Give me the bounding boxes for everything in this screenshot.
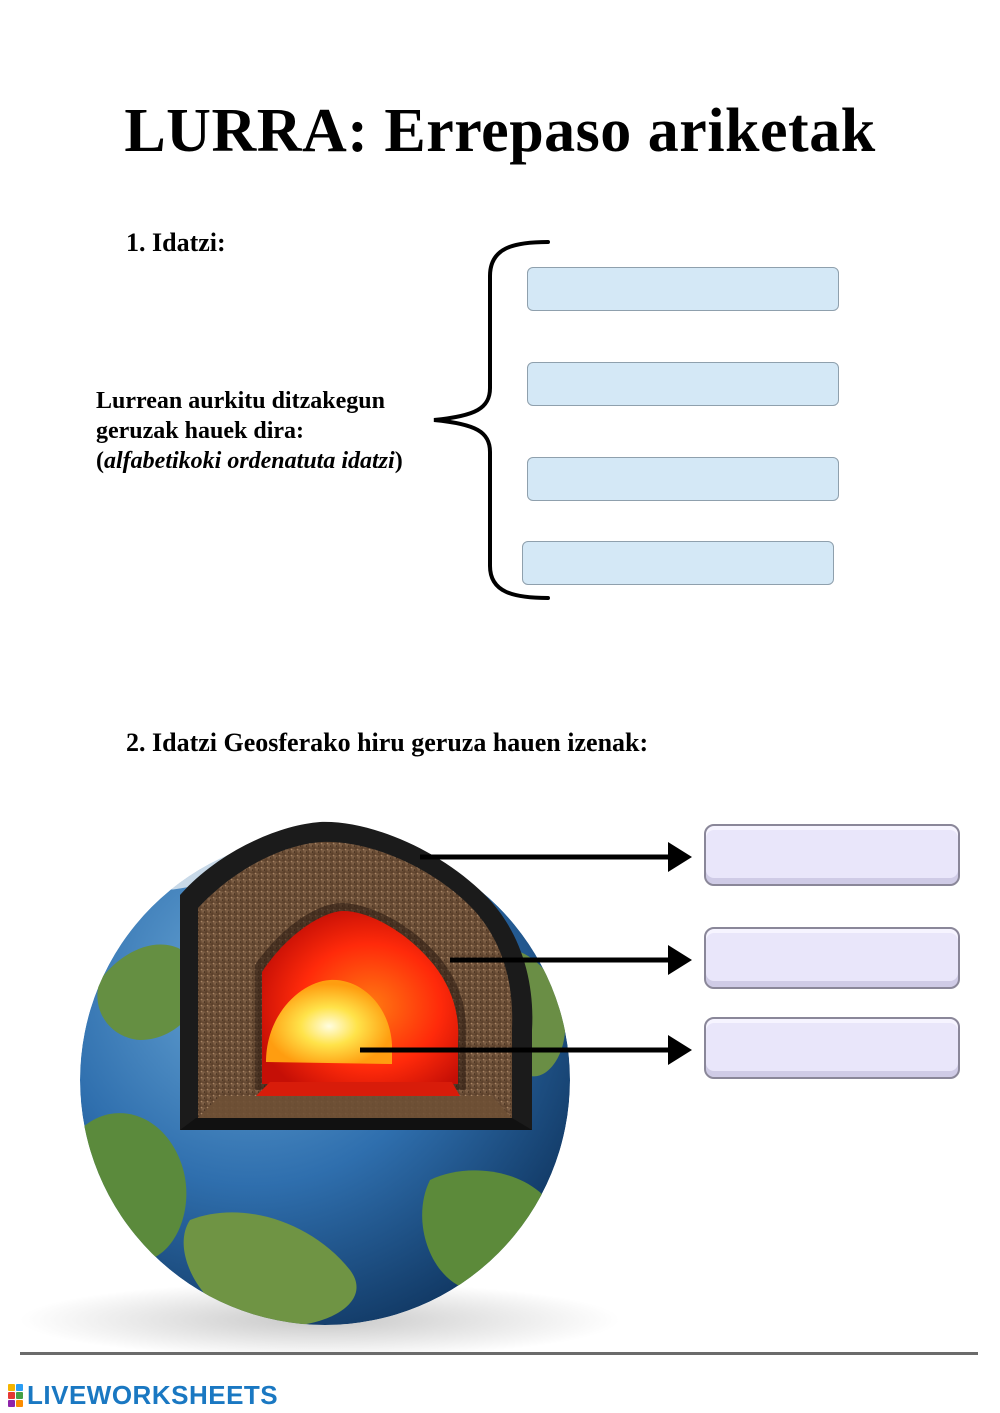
- layer-answer-input-3[interactable]: [527, 457, 839, 501]
- paren-close: ): [394, 448, 403, 474]
- logo-mark-icon: [8, 1383, 23, 1407]
- description-line-3: (alfabetikoki ordenatuta idatzi): [96, 446, 456, 476]
- layer-answer-input-2[interactable]: [527, 362, 839, 406]
- logo-text: LIVEWORKSHEETS: [27, 1379, 279, 1410]
- page-divider: [20, 1352, 978, 1355]
- paren-open: (: [96, 448, 104, 474]
- layer-answer-input-4[interactable]: [522, 541, 834, 585]
- exercise-1-heading: 1. Idatzi:: [126, 228, 226, 257]
- description-line-1: Lurrean aurkitu ditzakegun: [96, 388, 385, 414]
- description-instruction: alfabetikoki ordenatuta idatzi: [104, 448, 395, 474]
- geosphere-answer-input-1[interactable]: [704, 824, 960, 886]
- page-title: LURRA: Errepaso ariketak: [124, 97, 876, 165]
- exercise-1-description: Lurrean aurkitu ditzakegun geruzak hauek…: [96, 386, 456, 476]
- curly-brace-icon: [433, 240, 550, 600]
- liveworksheets-logo: LIVEWORKSHEETS: [8, 1380, 278, 1410]
- description-line-2: geruzak hauek dira:: [96, 418, 305, 444]
- earth-cutaway-illustration: [20, 821, 692, 1358]
- arrow-mantle: [450, 945, 692, 975]
- geosphere-answer-input-2[interactable]: [704, 927, 960, 989]
- layer-answer-input-1[interactable]: [527, 267, 839, 311]
- inner-core-layer: [266, 979, 392, 1064]
- earth-figure: [20, 800, 980, 1358]
- exercise-2-heading: 2. Idatzi Geosferako hiru geruza hauen i…: [126, 728, 649, 757]
- geosphere-answer-input-3[interactable]: [704, 1017, 960, 1079]
- arrow-core: [360, 1035, 692, 1065]
- arrow-crust: [420, 842, 692, 872]
